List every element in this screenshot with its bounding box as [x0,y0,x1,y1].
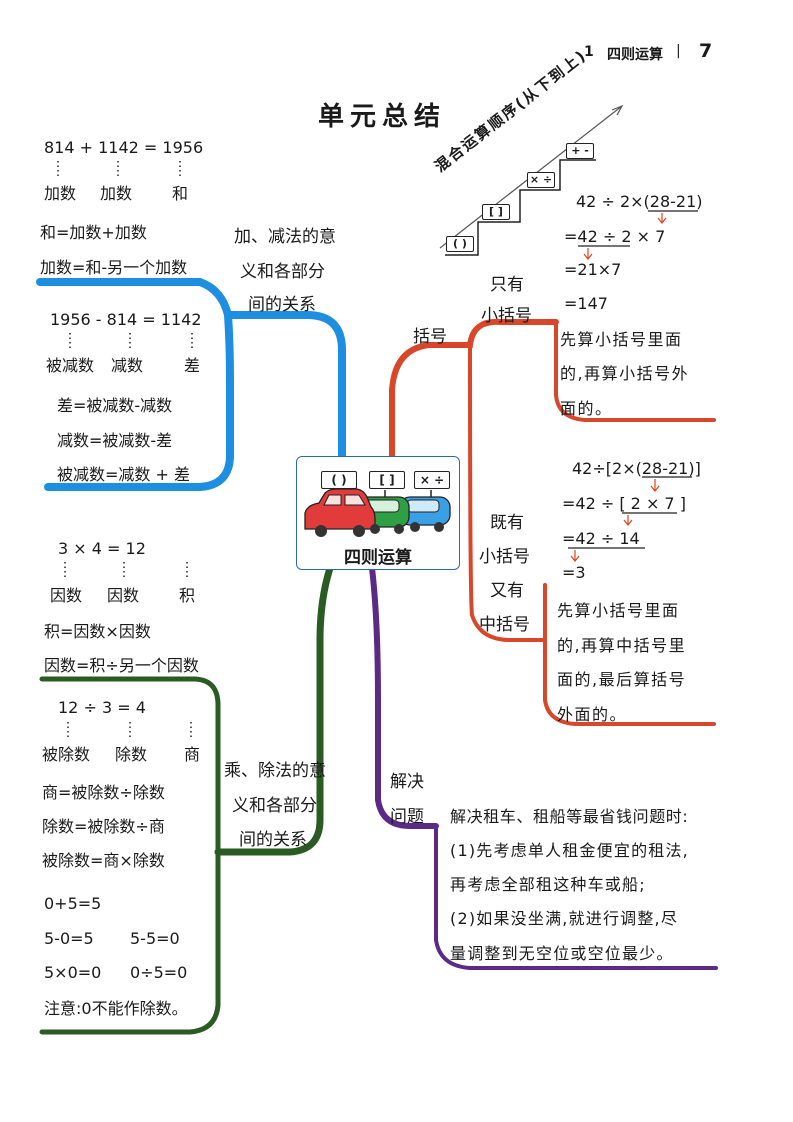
blue-branch [36,278,346,460]
red-branch-lower1 [554,320,716,422]
page-number: 7 [699,40,713,62]
both-step-3: =42 ÷ 14 [562,529,640,548]
both-step-2: =42 ÷ [ 2 × 7 ] [562,494,686,513]
div-equation: 12 ÷ 3 = 4 [58,698,146,717]
sub-formula-3: 被减数=减数 + 差 [57,465,190,484]
car-sign-brackets: [ ] [369,471,405,489]
add-equation: 814 + 1142 = 1956 [44,138,204,157]
small-step-3: =21×7 [564,260,622,279]
header-separator: | [676,43,681,59]
small-only-label-1: 只有 [490,275,524,295]
zero-rule-3: 5-5=0 [130,929,180,948]
sub-equation: 1956 - 814 = 1142 [50,310,202,329]
center-topic: ( ) [ ] × ÷ 四则运算 [296,456,460,570]
small-note-1: 先算小括号里面 [560,330,683,349]
red-branch-lower2 [543,583,716,726]
car-sign-muldiv: × ÷ [414,471,450,489]
small-only-label-2: 小括号 [481,306,532,326]
cars-illustration [304,488,451,537]
solve-line-3: 再考虑全部租这种车或船; [450,875,646,894]
mul-div-branch-line-2: 义和各部分 [232,796,317,816]
center-title: 四则运算 [344,548,412,568]
add-sub-branch-line-3: 间的关系 [248,295,316,315]
stair-sign-brackets: [ ] [482,204,510,220]
red-branch-mid [468,343,547,642]
mul-formula-1: 积=因数×因数 [44,622,151,641]
mul-div-branch-line-1: 乘、除法的意 [224,761,326,781]
both-note-3: 面的,最后算括号 [557,670,687,689]
zero-rule-1: 0+5=5 [44,894,102,913]
solve-label-1: 解决 [390,772,424,792]
zero-rule-2: 5-0=5 [44,929,94,948]
add-sub-branch-line-1: 加、减法的意 [234,227,336,247]
sub-name-3: 差 [184,356,201,375]
chapter-title: 四则运算 [607,47,663,63]
stair-arrowhead [611,104,624,116]
small-step-2: =42 ÷ 2 × 7 [564,227,666,246]
both-note-4: 外面的。 [557,705,628,724]
small-note-3: 面的。 [560,399,613,418]
both-note-2: 的,再算中括号里 [557,636,687,655]
both-step-1: 42÷[2×(28-21)] [572,459,701,478]
div-formula-3: 被除数=商×除数 [42,851,165,870]
add-name-2: 加数 [100,184,133,203]
mul-equation: 3 × 4 = 12 [58,539,146,558]
div-formula-1: 商=被除数÷除数 [42,783,165,802]
zero-note: 注意:0不能作除数。 [44,999,188,1018]
page-header: 1 四则运算 | 7 [0,0,793,80]
small-step-4: =147 [564,294,608,313]
mul-name-1: 因数 [50,586,83,605]
brackets-branch-label: 括号 [413,327,447,347]
add-formula-2: 加数=和-另一个加数 [40,258,188,277]
solve-line-1: 解决租车、租船等最省钱问题时: [450,807,689,826]
purple-branch [369,565,439,829]
green-branch [214,564,334,856]
red-branch [389,318,559,461]
add-name-3: 和 [172,184,189,203]
sub-name-2: 减数 [111,356,144,375]
both-label-4: 中括号 [479,615,530,635]
stair-sign-addsub: + - [566,143,594,159]
add-formula-1: 和=加数+加数 [40,223,147,242]
mul-name-3: 积 [179,586,196,605]
solve-line-4: (2)如果没坐满,就进行调整,尽 [450,909,679,928]
mul-div-branch-line-3: 间的关系 [239,830,307,850]
sub-name-1: 被减数 [46,356,95,375]
small-note-2: 的,再算小括号外 [560,364,690,383]
solve-label-2: 问题 [390,807,424,827]
mul-name-2: 因数 [107,586,140,605]
solve-line-2: (1)先考虑单人租金便宜的租法, [450,841,689,860]
both-label-3: 又有 [490,581,524,601]
chapter-number: 1 [584,44,594,60]
add-sub-branch-line-2: 义和各部分 [240,262,325,282]
stair-steps [445,159,596,256]
small-step-1: 42 ÷ 2×(28-21) [576,192,703,211]
stair-sign-muldiv: × ÷ [527,172,555,188]
both-label-1: 既有 [490,513,524,533]
both-note-1: 先算小括号里面 [557,601,680,620]
page-title: 单元总结 [318,102,447,132]
sub-formula-2: 减数=被减数-差 [57,431,173,450]
purple-branch-lower [434,824,718,970]
mul-formula-2: 因数=积÷另一个因数 [44,656,199,675]
sub-formula-1: 差=被减数-减数 [57,396,173,415]
add-name-1: 加数 [44,184,77,203]
green-branch-upper [39,676,221,855]
zero-rule-5: 0÷5=0 [130,963,188,982]
both-step-4: =3 [562,563,586,582]
div-name-2: 除数 [115,745,148,764]
stair-sign-parentheses: ( ) [446,236,474,252]
div-name-1: 被除数 [42,745,91,764]
div-formula-2: 除数=被除数÷商 [42,817,165,836]
blue-branch-lower [44,311,234,491]
div-name-3: 商 [184,745,201,764]
zero-rule-4: 5×0=0 [44,963,102,982]
both-label-2: 小括号 [479,547,530,567]
car-sign-parentheses: ( ) [321,471,357,489]
solve-line-5: 量调整到无空位或空位最少。 [450,944,674,963]
green-branch-lower [39,849,221,1035]
